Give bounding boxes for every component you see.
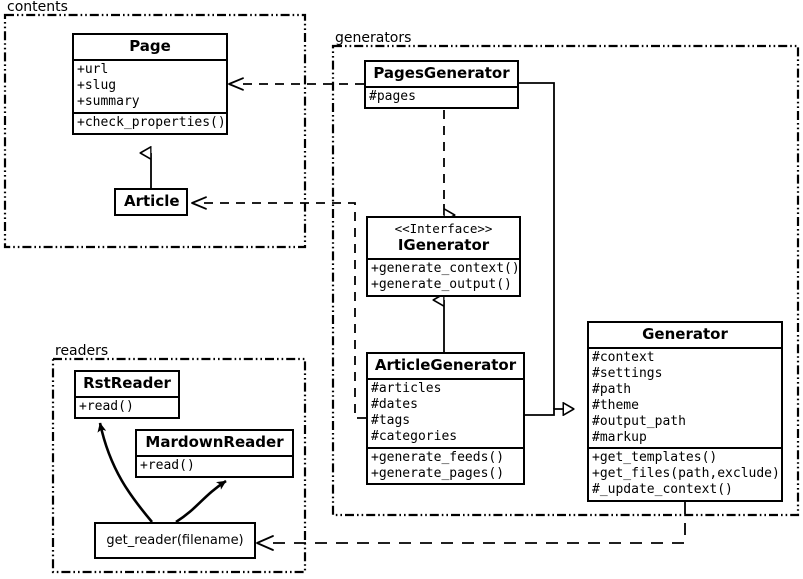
class-operation: +check_properties()	[77, 114, 226, 130]
class-attribute: +slug	[77, 78, 117, 94]
class-attribute: #output_path	[592, 413, 686, 429]
class-name-text-igenerator: IGenerator	[397, 235, 490, 254]
class-operation: +generate_output()	[371, 276, 512, 292]
class-box-pagesgenerator[interactable]: PagesGenerator #pages	[364, 60, 519, 110]
class-attribute: #tags	[371, 412, 411, 428]
class-operations-mardownreader: +read()	[137, 455, 292, 476]
class-operation: +read()	[79, 399, 134, 415]
class-name-rstreader: RstReader	[83, 374, 171, 392]
class-name-generator: Generator	[642, 325, 728, 343]
class-box-articlegenerator[interactable]: ArticleGenerator #articles #dates #tags …	[366, 352, 525, 486]
class-operations-articlegenerator: +generate_feeds() +generate_pages()	[368, 446, 523, 484]
class-operations-page: +check_properties()	[74, 111, 226, 133]
class-attribute: #context	[592, 350, 655, 366]
class-attribute: #pages	[369, 89, 416, 105]
class-operations-generator: +get_templates() +get_files(path,exclude…	[589, 447, 781, 500]
class-attribute: #markup	[592, 429, 647, 445]
class-attributes-page: +url +slug +summary	[74, 59, 226, 112]
class-name-igenerator: <<Interface>> IGenerator	[368, 218, 519, 258]
class-attributes-articlegenerator: #articles #dates #tags #categories	[368, 378, 523, 446]
edge-generator-uses-get-reader	[256, 502, 686, 551]
class-box-page[interactable]: Page +url +slug +summary +check_properti…	[72, 33, 228, 135]
class-box-igenerator[interactable]: <<Interface>> IGenerator +generate_conte…	[366, 216, 521, 297]
class-attribute: +url	[77, 62, 109, 78]
edge-articlegenerator-inherits-generator	[525, 409, 574, 415]
class-operation: +generate_feeds()	[371, 449, 505, 465]
class-operation: +read()	[140, 458, 195, 474]
class-box-rstreader[interactable]: RstReader +read()	[74, 370, 180, 420]
class-name-articlegenerator: ArticleGenerator	[374, 356, 517, 374]
class-operation: +get_templates()	[592, 450, 718, 466]
class-attribute: #settings	[592, 366, 663, 382]
class-box-article[interactable]: Article	[114, 188, 188, 217]
class-attribute: #dates	[371, 397, 418, 413]
class-attribute: #path	[592, 381, 632, 397]
class-box-generator[interactable]: Generator #context #settings #path #them…	[587, 321, 783, 502]
package-label-contents: contents	[7, 0, 68, 15]
class-name-article: Article	[124, 192, 180, 210]
edge-articlegenerator-uses-article	[191, 196, 366, 419]
class-operations-igenerator: +generate_context() +generate_output()	[368, 257, 520, 295]
class-attributes-pagesgenerator: #pages	[366, 86, 517, 107]
class-attributes-generator: #context #settings #path #theme #output_…	[589, 347, 781, 447]
class-box-mardownreader[interactable]: MardownReader +read()	[135, 429, 294, 479]
class-name-mardownreader: MardownReader	[145, 433, 284, 451]
edge-pagesgenerator-uses-page	[228, 77, 364, 91]
class-attribute: +summary	[77, 93, 140, 109]
class-stereotype-igenerator: <<Interface>>	[394, 221, 493, 236]
edge-get-reader-returns-mardownreader	[175, 479, 227, 524]
class-operation: +get_files(path,exclude)	[592, 466, 780, 482]
function-box-get-reader[interactable]: get_reader(filename)	[94, 522, 256, 559]
package-label-readers: readers	[55, 343, 109, 359]
class-name-page: Page	[129, 37, 171, 55]
class-operation: +generate_pages()	[371, 465, 505, 481]
class-operations-rstreader: +read()	[76, 396, 178, 417]
class-attribute: #categories	[371, 428, 458, 444]
class-attribute: #theme	[592, 397, 639, 413]
class-operation: #_update_context()	[592, 482, 733, 498]
class-attribute: #articles	[371, 381, 442, 397]
function-box-label: get_reader(filename)	[106, 533, 244, 548]
class-operation: +generate_context()	[371, 260, 520, 276]
class-name-pagesgenerator: PagesGenerator	[373, 64, 510, 82]
package-label-generators: generators	[335, 30, 412, 46]
